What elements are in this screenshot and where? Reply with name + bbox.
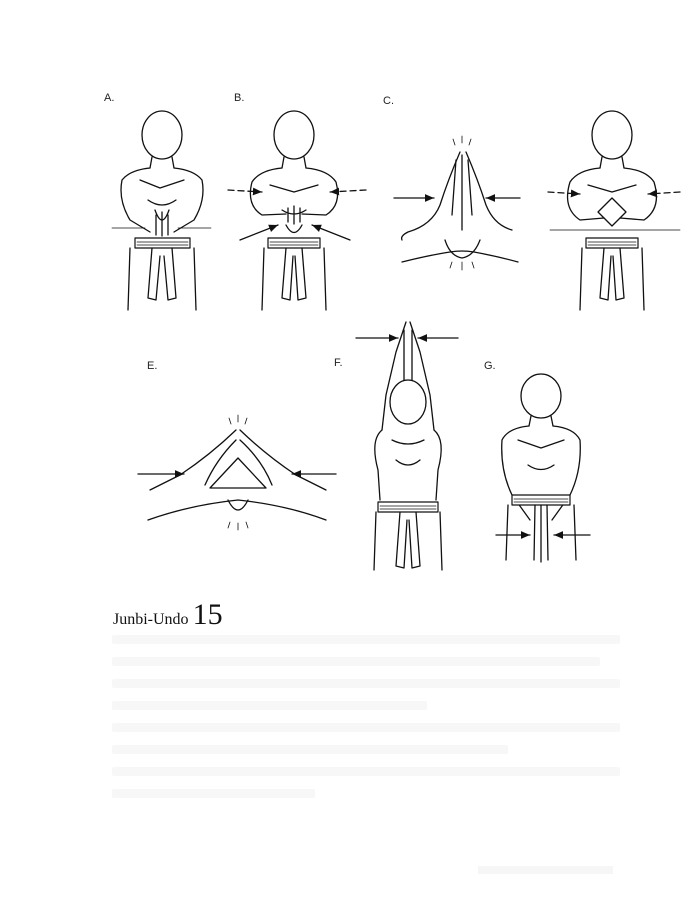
figure-c xyxy=(394,136,520,270)
figure-e xyxy=(138,415,336,530)
faded-footer-text xyxy=(478,866,613,874)
footer-title: Junbi-Undo xyxy=(113,611,189,629)
page-number: 15 xyxy=(193,600,223,630)
figure-g xyxy=(496,374,590,562)
figure-f xyxy=(356,322,458,570)
faded-body-text xyxy=(112,635,620,811)
figure-b xyxy=(228,111,366,310)
figure-a xyxy=(112,111,211,310)
figure-d xyxy=(548,111,680,310)
page-footer-caption: Junbi-Undo 15 xyxy=(113,600,223,630)
